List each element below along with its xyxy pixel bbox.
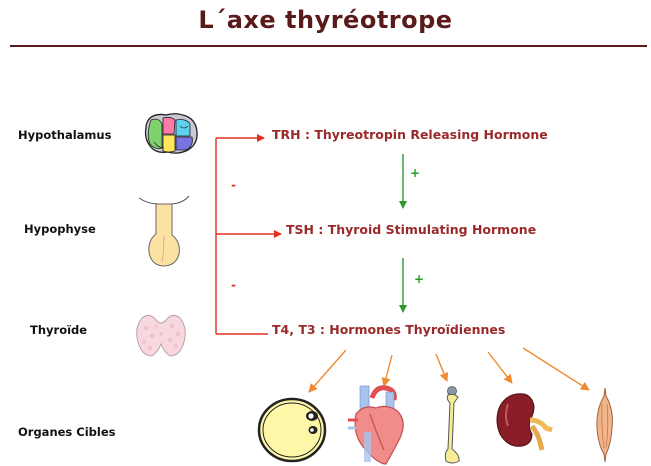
pituitary-icon	[136, 192, 192, 270]
target-arrow-bone	[436, 354, 447, 381]
kidney-icon	[494, 390, 556, 452]
heart-icon	[346, 384, 410, 466]
feedback-bracket	[216, 138, 281, 334]
target-arrow-cell	[309, 350, 346, 392]
target-arrow-heart	[384, 355, 392, 386]
bone-icon	[440, 385, 470, 465]
target-arrow-muscle	[523, 348, 589, 390]
cell-icon	[256, 395, 328, 465]
thyroid-icon	[134, 312, 188, 362]
target-arrow-kidney	[488, 352, 512, 383]
brain-icon	[142, 112, 200, 156]
muscle-icon	[592, 386, 618, 464]
